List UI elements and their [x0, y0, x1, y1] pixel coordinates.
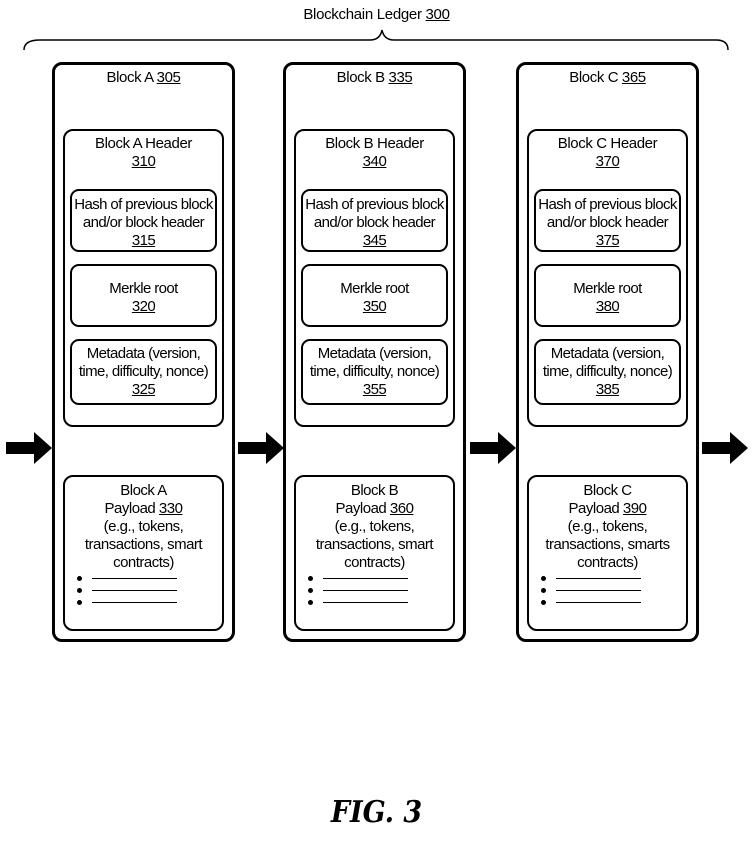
metadata-box: Metadata (version,time, difficulty, nonc…	[534, 339, 681, 405]
bullet-line	[556, 601, 641, 603]
ledger-brace	[23, 29, 729, 51]
arrow-right-icon	[6, 432, 52, 464]
payload-bullet-list	[308, 572, 408, 608]
bullet-icon	[77, 599, 82, 605]
payload-box: Block B Payload 360 (e.g., tokens, trans…	[294, 475, 455, 631]
bullet-line	[92, 601, 177, 603]
bullet-line	[92, 589, 177, 591]
bullet-icon	[308, 575, 313, 581]
figure-caption: FIG. 3	[330, 795, 423, 830]
payload-bullet-list	[77, 572, 177, 608]
bullet-icon	[308, 587, 313, 593]
arrow-right-icon	[470, 432, 516, 464]
payload-box: Block A Payload 330 (e.g., tokens, trans…	[63, 475, 224, 631]
bullet-icon	[541, 587, 546, 593]
payload-bullet-list	[541, 572, 641, 608]
arrow-right-icon	[238, 432, 284, 464]
payload-box: Block C Payload 390 (e.g., tokens, trans…	[527, 475, 688, 631]
ledger-title: Blockchain Ledger 300	[303, 6, 450, 23]
block-title: Block B 335	[336, 69, 413, 86]
bullet-icon	[541, 599, 546, 605]
arrow-right-icon	[702, 432, 748, 464]
bullet-icon	[77, 587, 82, 593]
metadata-box: Metadata (version,time, difficulty, nonc…	[70, 339, 217, 405]
bullet-line	[323, 577, 408, 579]
bullet-icon	[77, 575, 82, 581]
bullet-line	[556, 589, 641, 591]
bullet-line	[323, 601, 408, 603]
bullet-line	[323, 589, 408, 591]
bullet-line	[556, 577, 641, 579]
bullet-line	[92, 577, 177, 579]
metadata-box: Metadata (version,time, difficulty, nonc…	[301, 339, 448, 405]
bullet-icon	[541, 575, 546, 581]
bullet-icon	[308, 599, 313, 605]
block-title: Block A 305	[106, 69, 181, 86]
block-title: Block C 365	[569, 69, 646, 86]
